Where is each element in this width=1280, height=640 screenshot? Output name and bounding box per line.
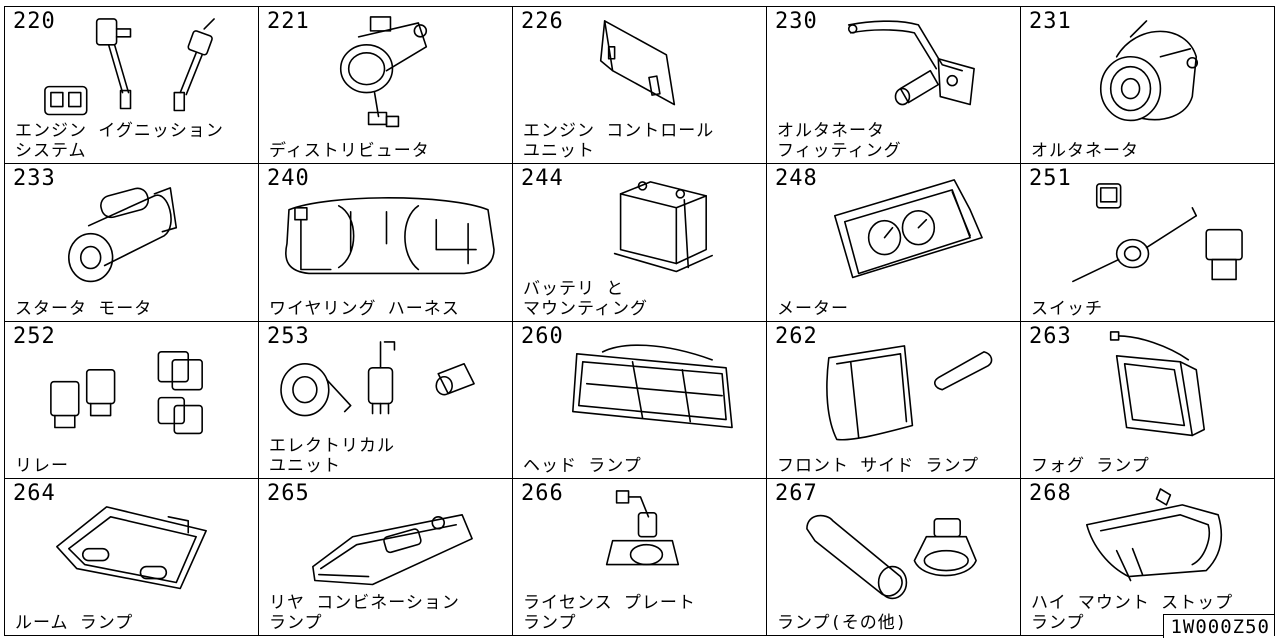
catalog-item-226[interactable]: 226 エンジン コントロール ユニット xyxy=(513,7,767,165)
alternator-fitting-icon xyxy=(847,20,975,106)
item-number: 253 xyxy=(267,323,310,349)
distributor-icon xyxy=(339,16,428,128)
item-label: ハイ マウント ストップ ランプ xyxy=(1031,593,1234,633)
electrical-unit-icon xyxy=(280,340,475,416)
item-label: フォグ ランプ xyxy=(1031,455,1150,476)
item-number: 263 xyxy=(1029,323,1072,349)
item-label: エンジン コントロール ユニット xyxy=(523,121,715,162)
item-label: リヤ コンビネーション ランプ xyxy=(269,593,460,633)
fog-lamp-icon xyxy=(1109,330,1206,436)
item-label: ルーム ランプ xyxy=(15,613,134,633)
item-number: 244 xyxy=(521,166,564,192)
item-label: スタータ モータ xyxy=(15,298,153,319)
catalog-item-230[interactable]: 230 オルタネータ フィッティング xyxy=(767,7,1021,165)
item-number: 221 xyxy=(267,9,310,34)
parts-catalog-grid: 220 エンジン イグニッション システム 221 ディストリビュータ 226 … xyxy=(4,6,1275,636)
item-number: 268 xyxy=(1029,480,1072,506)
headlamp-icon xyxy=(572,343,733,428)
ignition-system-icon xyxy=(44,18,215,116)
catalog-item-266[interactable]: 266 ライセンス プレート ランプ xyxy=(513,478,767,636)
item-label: メーター xyxy=(777,298,849,319)
item-number: 248 xyxy=(775,166,818,192)
item-number: 230 xyxy=(775,9,818,34)
battery-icon xyxy=(613,181,713,273)
catalog-item-260[interactable]: 260 ヘッド ランプ xyxy=(513,321,767,479)
item-number: 231 xyxy=(1029,9,1072,34)
item-number: 266 xyxy=(521,480,564,506)
alternator-icon xyxy=(1099,20,1199,122)
item-number: 220 xyxy=(13,9,56,34)
item-number: 267 xyxy=(775,480,818,506)
item-label: ワイヤリング ハーネス xyxy=(269,298,460,319)
front-side-lamp-icon xyxy=(826,344,993,441)
item-label: フロント サイド ランプ xyxy=(777,455,979,476)
catalog-item-240[interactable]: 240 ワイヤリング ハーネス xyxy=(259,164,513,322)
item-number: 262 xyxy=(775,323,818,349)
item-label: オルタネータ フィッティング xyxy=(777,121,902,162)
catalog-item-251[interactable]: 251 スイッチ xyxy=(1021,164,1275,322)
catalog-item-267[interactable]: 267 ランプ(その他) xyxy=(767,478,1021,636)
item-label: エレクトリカル ユニット xyxy=(269,435,395,476)
rear-combination-lamp-icon xyxy=(312,513,473,586)
item-number: 264 xyxy=(13,480,56,506)
catalog-item-231[interactable]: 231 オルタネータ xyxy=(1021,7,1275,165)
catalog-item-264[interactable]: 264 ルーム ランプ xyxy=(5,478,259,636)
item-number: 233 xyxy=(13,166,56,192)
item-label: バッテリ と マウンティング xyxy=(523,278,648,319)
item-number: 252 xyxy=(13,323,56,349)
item-label: ディストリビュータ xyxy=(269,141,430,162)
item-label: ランプ(その他) xyxy=(777,613,907,633)
switch-icon xyxy=(1072,183,1243,283)
item-label: スイッチ xyxy=(1031,298,1103,319)
catalog-code: 1W000Z50 xyxy=(1163,614,1274,638)
high-mount-stop-lamp-icon xyxy=(1085,487,1223,582)
wiring-harness-icon xyxy=(285,197,495,275)
item-label: ライセンス プレート ランプ xyxy=(523,593,696,633)
catalog-item-262[interactable]: 262 フロント サイド ランプ xyxy=(767,321,1021,479)
catalog-item-263[interactable]: 263 フォグ ランプ xyxy=(1021,321,1275,479)
catalog-item-253[interactable]: 253 エレクトリカル ユニット xyxy=(259,321,513,479)
starter-motor-icon xyxy=(68,187,178,283)
item-label: ヘッド ランプ xyxy=(523,455,642,476)
item-number: 240 xyxy=(267,166,310,192)
catalog-item-221[interactable]: 221 ディストリビュータ xyxy=(259,7,513,165)
license-plate-lamp-icon xyxy=(605,489,680,566)
item-number: 265 xyxy=(267,480,310,506)
item-number: 251 xyxy=(1029,166,1072,192)
item-label: リレー xyxy=(15,455,69,476)
item-label: オルタネータ xyxy=(1031,141,1139,162)
meter-icon xyxy=(833,179,983,279)
item-number: 260 xyxy=(521,323,564,349)
control-unit-icon xyxy=(599,20,676,106)
catalog-item-233[interactable]: 233 スタータ モータ xyxy=(5,164,259,322)
catalog-item-268[interactable]: 268 ハイ マウント ストップ ランプ xyxy=(1021,478,1275,636)
bulb-icon xyxy=(806,514,977,599)
catalog-item-248[interactable]: 248 メーター xyxy=(767,164,1021,322)
catalog-item-244[interactable]: 244 バッテリ と マウンティング xyxy=(513,164,767,322)
room-lamp-icon xyxy=(56,505,207,590)
catalog-item-265[interactable]: 265 リヤ コンビネーション ランプ xyxy=(259,478,513,636)
relay-icon xyxy=(50,350,203,434)
catalog-item-252[interactable]: 252 リレー xyxy=(5,321,259,479)
catalog-item-220[interactable]: 220 エンジン イグニッション システム xyxy=(5,7,259,165)
item-label: エンジン イグニッション システム xyxy=(15,121,224,162)
item-number: 226 xyxy=(521,9,564,34)
